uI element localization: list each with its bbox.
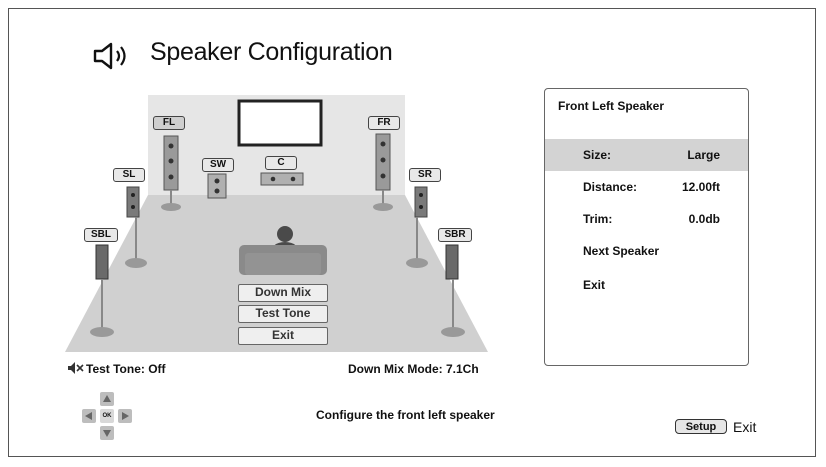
test-tone-button[interactable]: Test Tone (238, 305, 328, 323)
mute-speaker-icon (68, 362, 84, 374)
tag-sbl[interactable]: SBL (84, 228, 118, 242)
ok-key: OK (100, 409, 114, 423)
listener-seat (239, 226, 327, 275)
next-speaker-row[interactable]: Next Speaker (545, 235, 748, 267)
tag-sr[interactable]: SR (409, 168, 441, 182)
speaker-sw[interactable] (207, 173, 227, 199)
setup-exit-label: Exit (733, 419, 757, 435)
speaker-sl[interactable] (125, 186, 147, 268)
trim-row[interactable]: Trim: 0.0db (545, 203, 748, 235)
setup-button[interactable]: Setup (675, 419, 727, 434)
tag-sw[interactable]: SW (202, 158, 234, 172)
panel-exit-row[interactable]: Exit (545, 269, 748, 301)
speaker-icon (93, 42, 126, 70)
speaker-fr[interactable] (373, 133, 393, 211)
left-arrow-icon (82, 409, 96, 423)
down-mix-mode-status: Down Mix Mode: 7.1Ch (348, 362, 479, 376)
size-label: Size: (583, 148, 612, 162)
dpad-hint: OK (79, 392, 135, 442)
trim-label: Trim: (583, 212, 613, 226)
tv-screen (237, 99, 323, 147)
speaker-sbl[interactable] (90, 244, 114, 337)
page-title: Speaker Configuration (150, 38, 393, 66)
panel-exit-label: Exit (583, 278, 606, 292)
tag-fr[interactable]: FR (368, 116, 400, 130)
speaker-layout-diagram (65, 95, 488, 352)
help-hint: Configure the front left speaker (316, 408, 495, 422)
speaker-settings-panel: Front Left Speaker Size: Large Distance:… (544, 88, 749, 366)
distance-label: Distance: (583, 180, 638, 194)
panel-title: Front Left Speaker (558, 99, 665, 113)
tag-sbr[interactable]: SBR (438, 228, 472, 242)
test-tone-status: Test Tone: Off (86, 362, 166, 376)
down-mix-button[interactable]: Down Mix (238, 284, 328, 302)
distance-value: 12.00ft (681, 180, 720, 194)
tag-c[interactable]: C (265, 156, 297, 170)
distance-row[interactable]: Distance: 12.00ft (545, 171, 748, 203)
speaker-c[interactable] (260, 172, 304, 186)
size-value: Large (687, 148, 720, 162)
trim-value: 0.0db (688, 212, 720, 226)
screen-frame (8, 8, 816, 457)
next-speaker-label: Next Speaker (583, 244, 660, 258)
right-arrow-icon (118, 409, 132, 423)
speaker-sbr[interactable] (441, 244, 465, 337)
up-arrow-icon (100, 392, 114, 406)
size-row[interactable]: Size: Large (545, 139, 748, 171)
down-arrow-icon (100, 426, 114, 440)
exit-button[interactable]: Exit (238, 327, 328, 345)
speaker-fl[interactable] (161, 135, 181, 211)
speaker-sr[interactable] (406, 186, 428, 268)
tag-sl[interactable]: SL (113, 168, 145, 182)
tag-fl[interactable]: FL (153, 116, 185, 130)
